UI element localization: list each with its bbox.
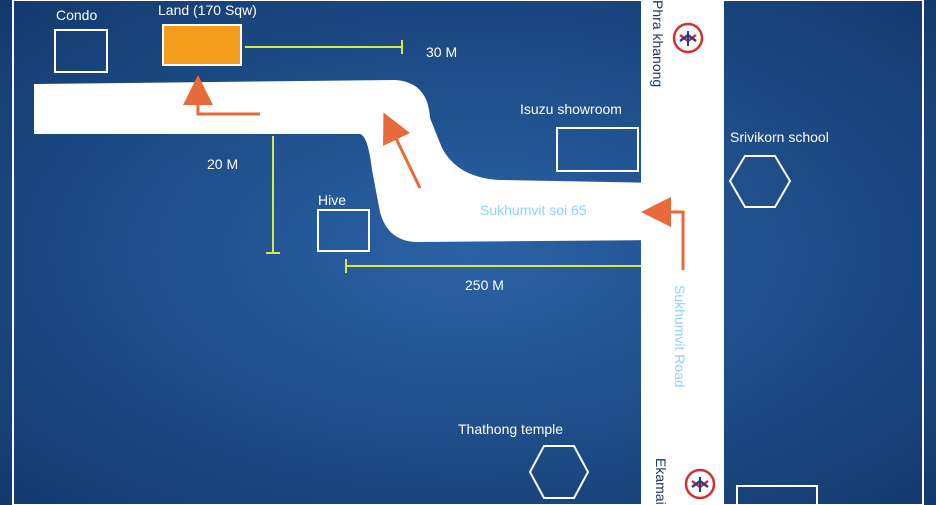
thathong-label: Thathong temple — [458, 421, 563, 437]
hexagon-landmark-icon — [528, 445, 590, 499]
condo-box — [54, 29, 108, 73]
bts-station-icon — [672, 22, 704, 54]
hive-box — [317, 209, 370, 252]
route-arrow-soi — [383, 112, 422, 189]
condo-label: Condo — [56, 7, 97, 23]
bts-station-icon — [684, 468, 716, 500]
srivikorn-label: Srivikorn school — [730, 129, 829, 145]
isuzu-label: Isuzu showroom — [520, 101, 622, 117]
phra-khanong-label: Phra khanong — [650, 0, 666, 87]
sukhumvit-road-label: Sukhumvit Road — [672, 285, 688, 388]
map-frame — [12, 0, 924, 505]
soi-label: Sukhumvit soi 65 — [480, 202, 587, 218]
hive-label: Hive — [318, 192, 346, 208]
route-arrow-up-sukhumvit — [641, 197, 685, 270]
measure-30m-label: 30 M — [426, 44, 457, 60]
sukhumvit-soi-65 — [34, 80, 660, 242]
land-box — [162, 24, 242, 66]
measure-20m-label: 20 M — [207, 156, 238, 172]
measure-250m-label: 250 M — [465, 277, 504, 293]
ekamai-label: Ekamai — [653, 458, 669, 505]
route-arrow-to-land — [183, 75, 260, 116]
building-box — [736, 485, 818, 505]
hexagon-landmark-icon — [728, 155, 792, 208]
land-label: Land (170 Sqw) — [158, 2, 257, 18]
isuzu-box — [556, 127, 639, 172]
